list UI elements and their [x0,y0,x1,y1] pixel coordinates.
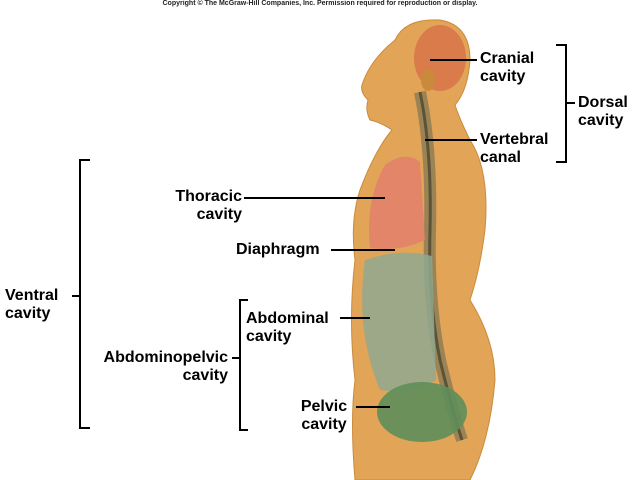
leader-lines [72,44,575,431]
pelvic-cavity [377,382,467,442]
label-diaphragm: Diaphragm [236,241,320,258]
copyright-notice: Copyright © The McGraw-Hill Companies, I… [162,0,478,7]
ear [421,69,435,91]
thoracic-cavity [369,156,425,249]
abdominal-cavity [362,252,436,392]
